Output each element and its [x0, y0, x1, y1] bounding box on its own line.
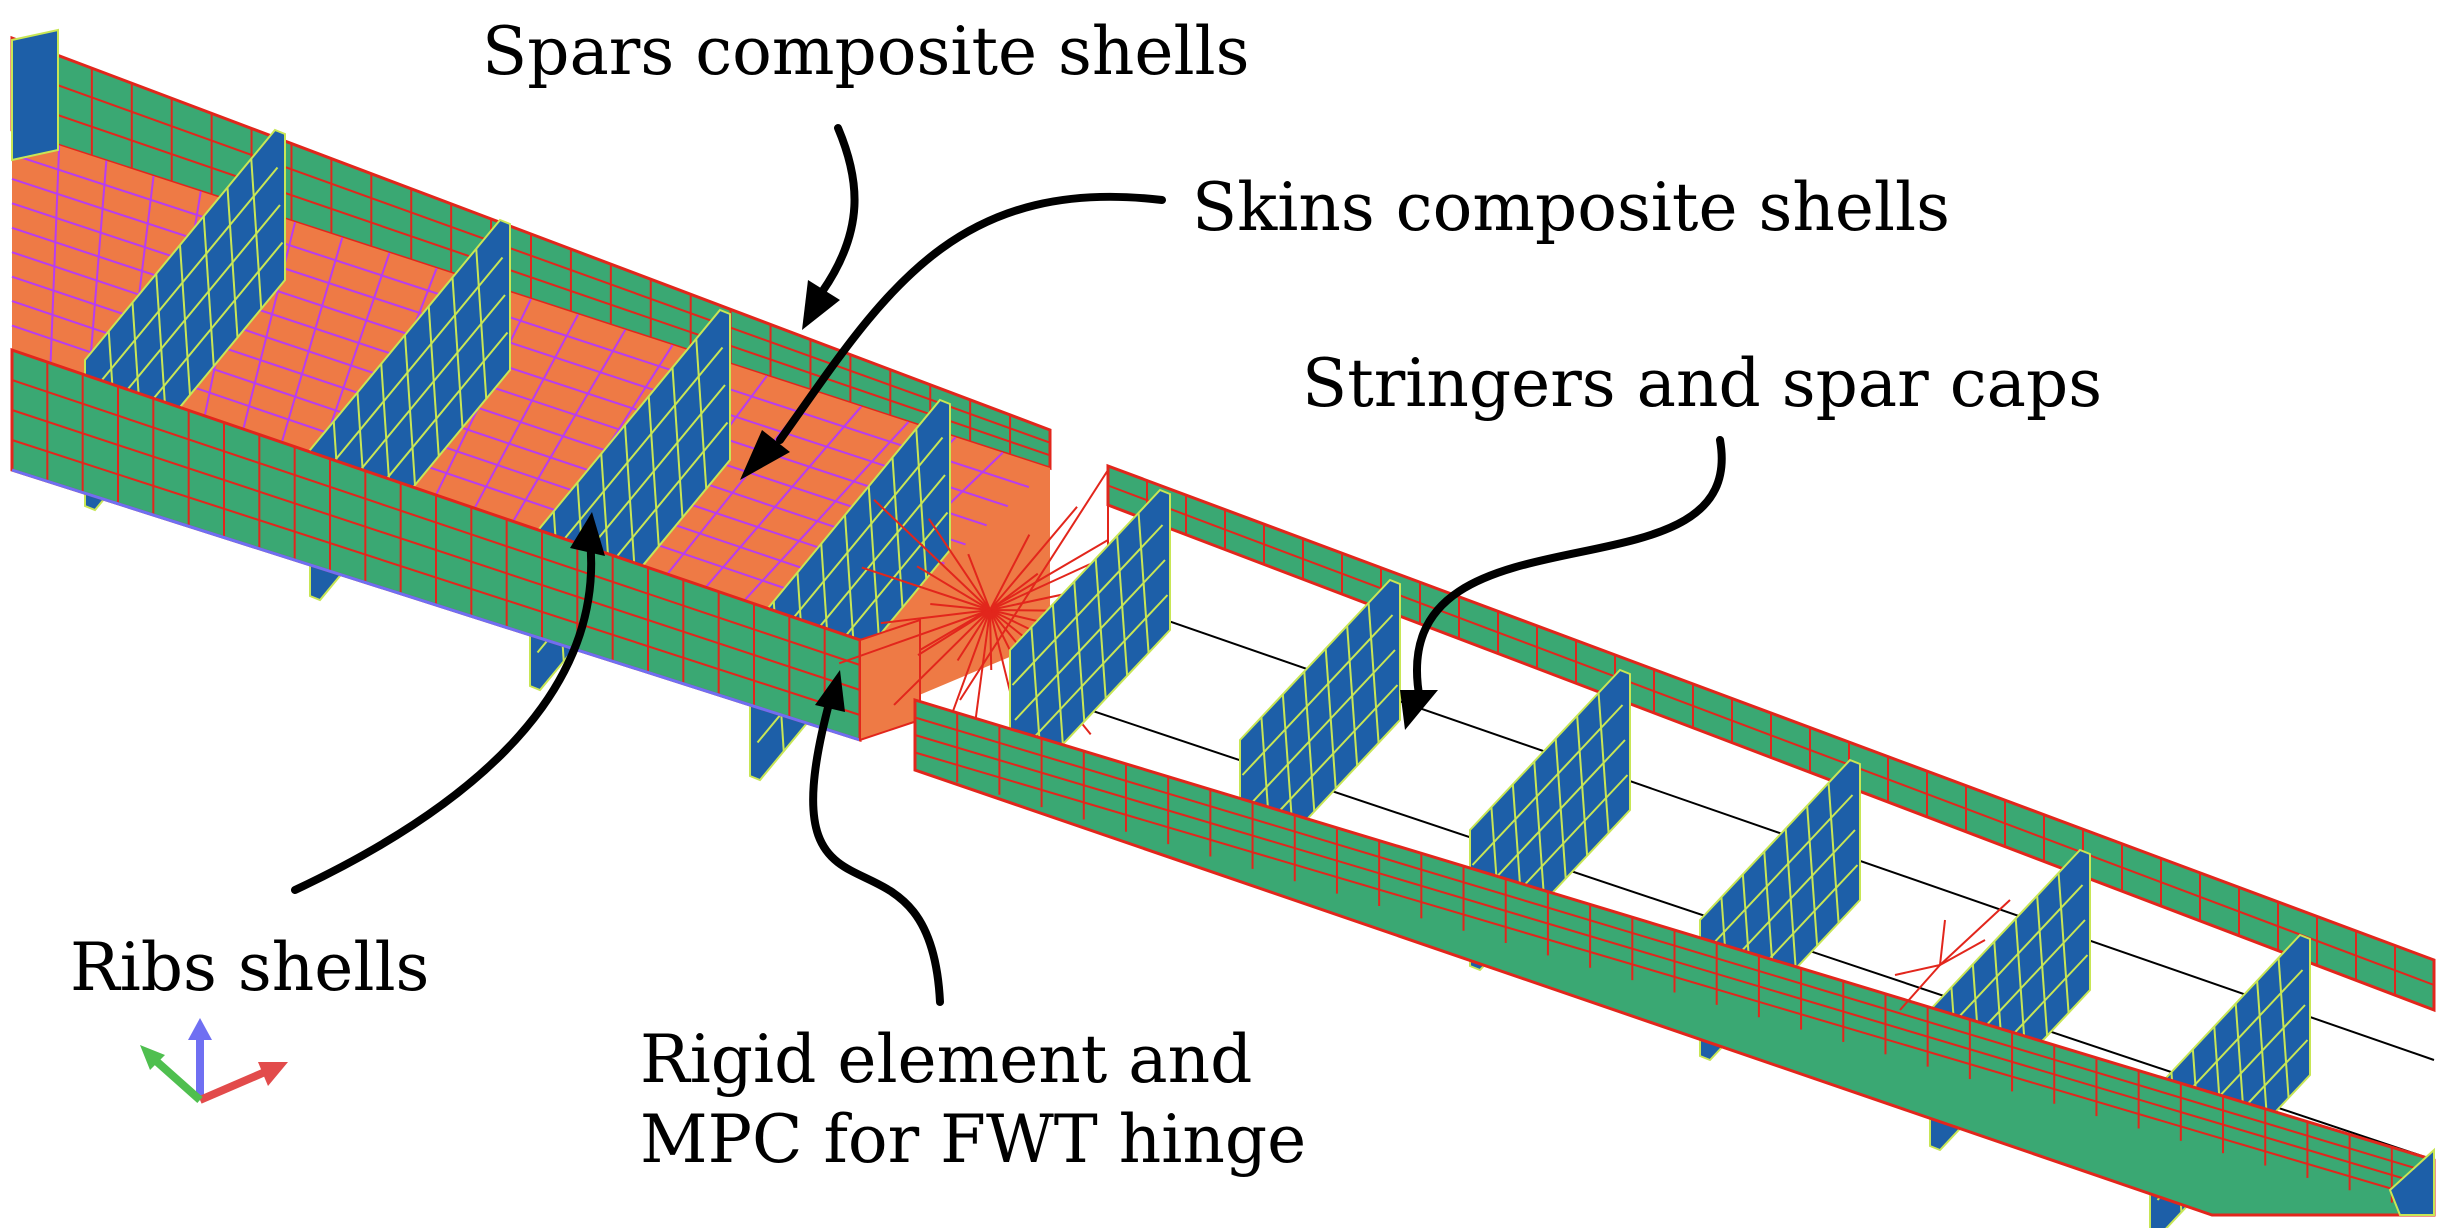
arrow-heads: [570, 280, 1438, 730]
label-rigid-element: Rigid element and MPC for FWT hinge: [640, 1020, 1306, 1180]
rib-shell: [1009, 488, 1171, 792]
label-rigid-line-2: MPC for FWT hinge: [640, 1101, 1307, 1178]
coordinate-triad: [140, 1018, 288, 1104]
inboard-front-spar: [10, 347, 862, 743]
arrow-spars: [818, 124, 859, 296]
tip-mpc: [1894, 899, 2011, 1011]
label-skins: Skins composite shells: [1192, 169, 1951, 246]
tip-rib: [2388, 1147, 2435, 1216]
label-ribs: Ribs shells: [70, 929, 430, 1006]
label-stringers: Stringers and spar caps: [1302, 345, 2103, 422]
annotation-arrows: [291, 124, 1726, 1006]
root-rib: [11, 28, 59, 162]
label-spars: Spars composite shells: [482, 13, 1250, 90]
arrow-ribs: [291, 536, 596, 894]
outboard-back-spar: [1106, 463, 2436, 1013]
arrow-rigid: [809, 696, 944, 1006]
outboard-front-spar: [913, 697, 2436, 1217]
arrow-skins: [776, 192, 1166, 444]
inboard-lower-edge: [11, 468, 861, 742]
arrow-stringers: [1413, 436, 1726, 704]
label-rigid-line-1: Rigid element and: [640, 1021, 1253, 1098]
